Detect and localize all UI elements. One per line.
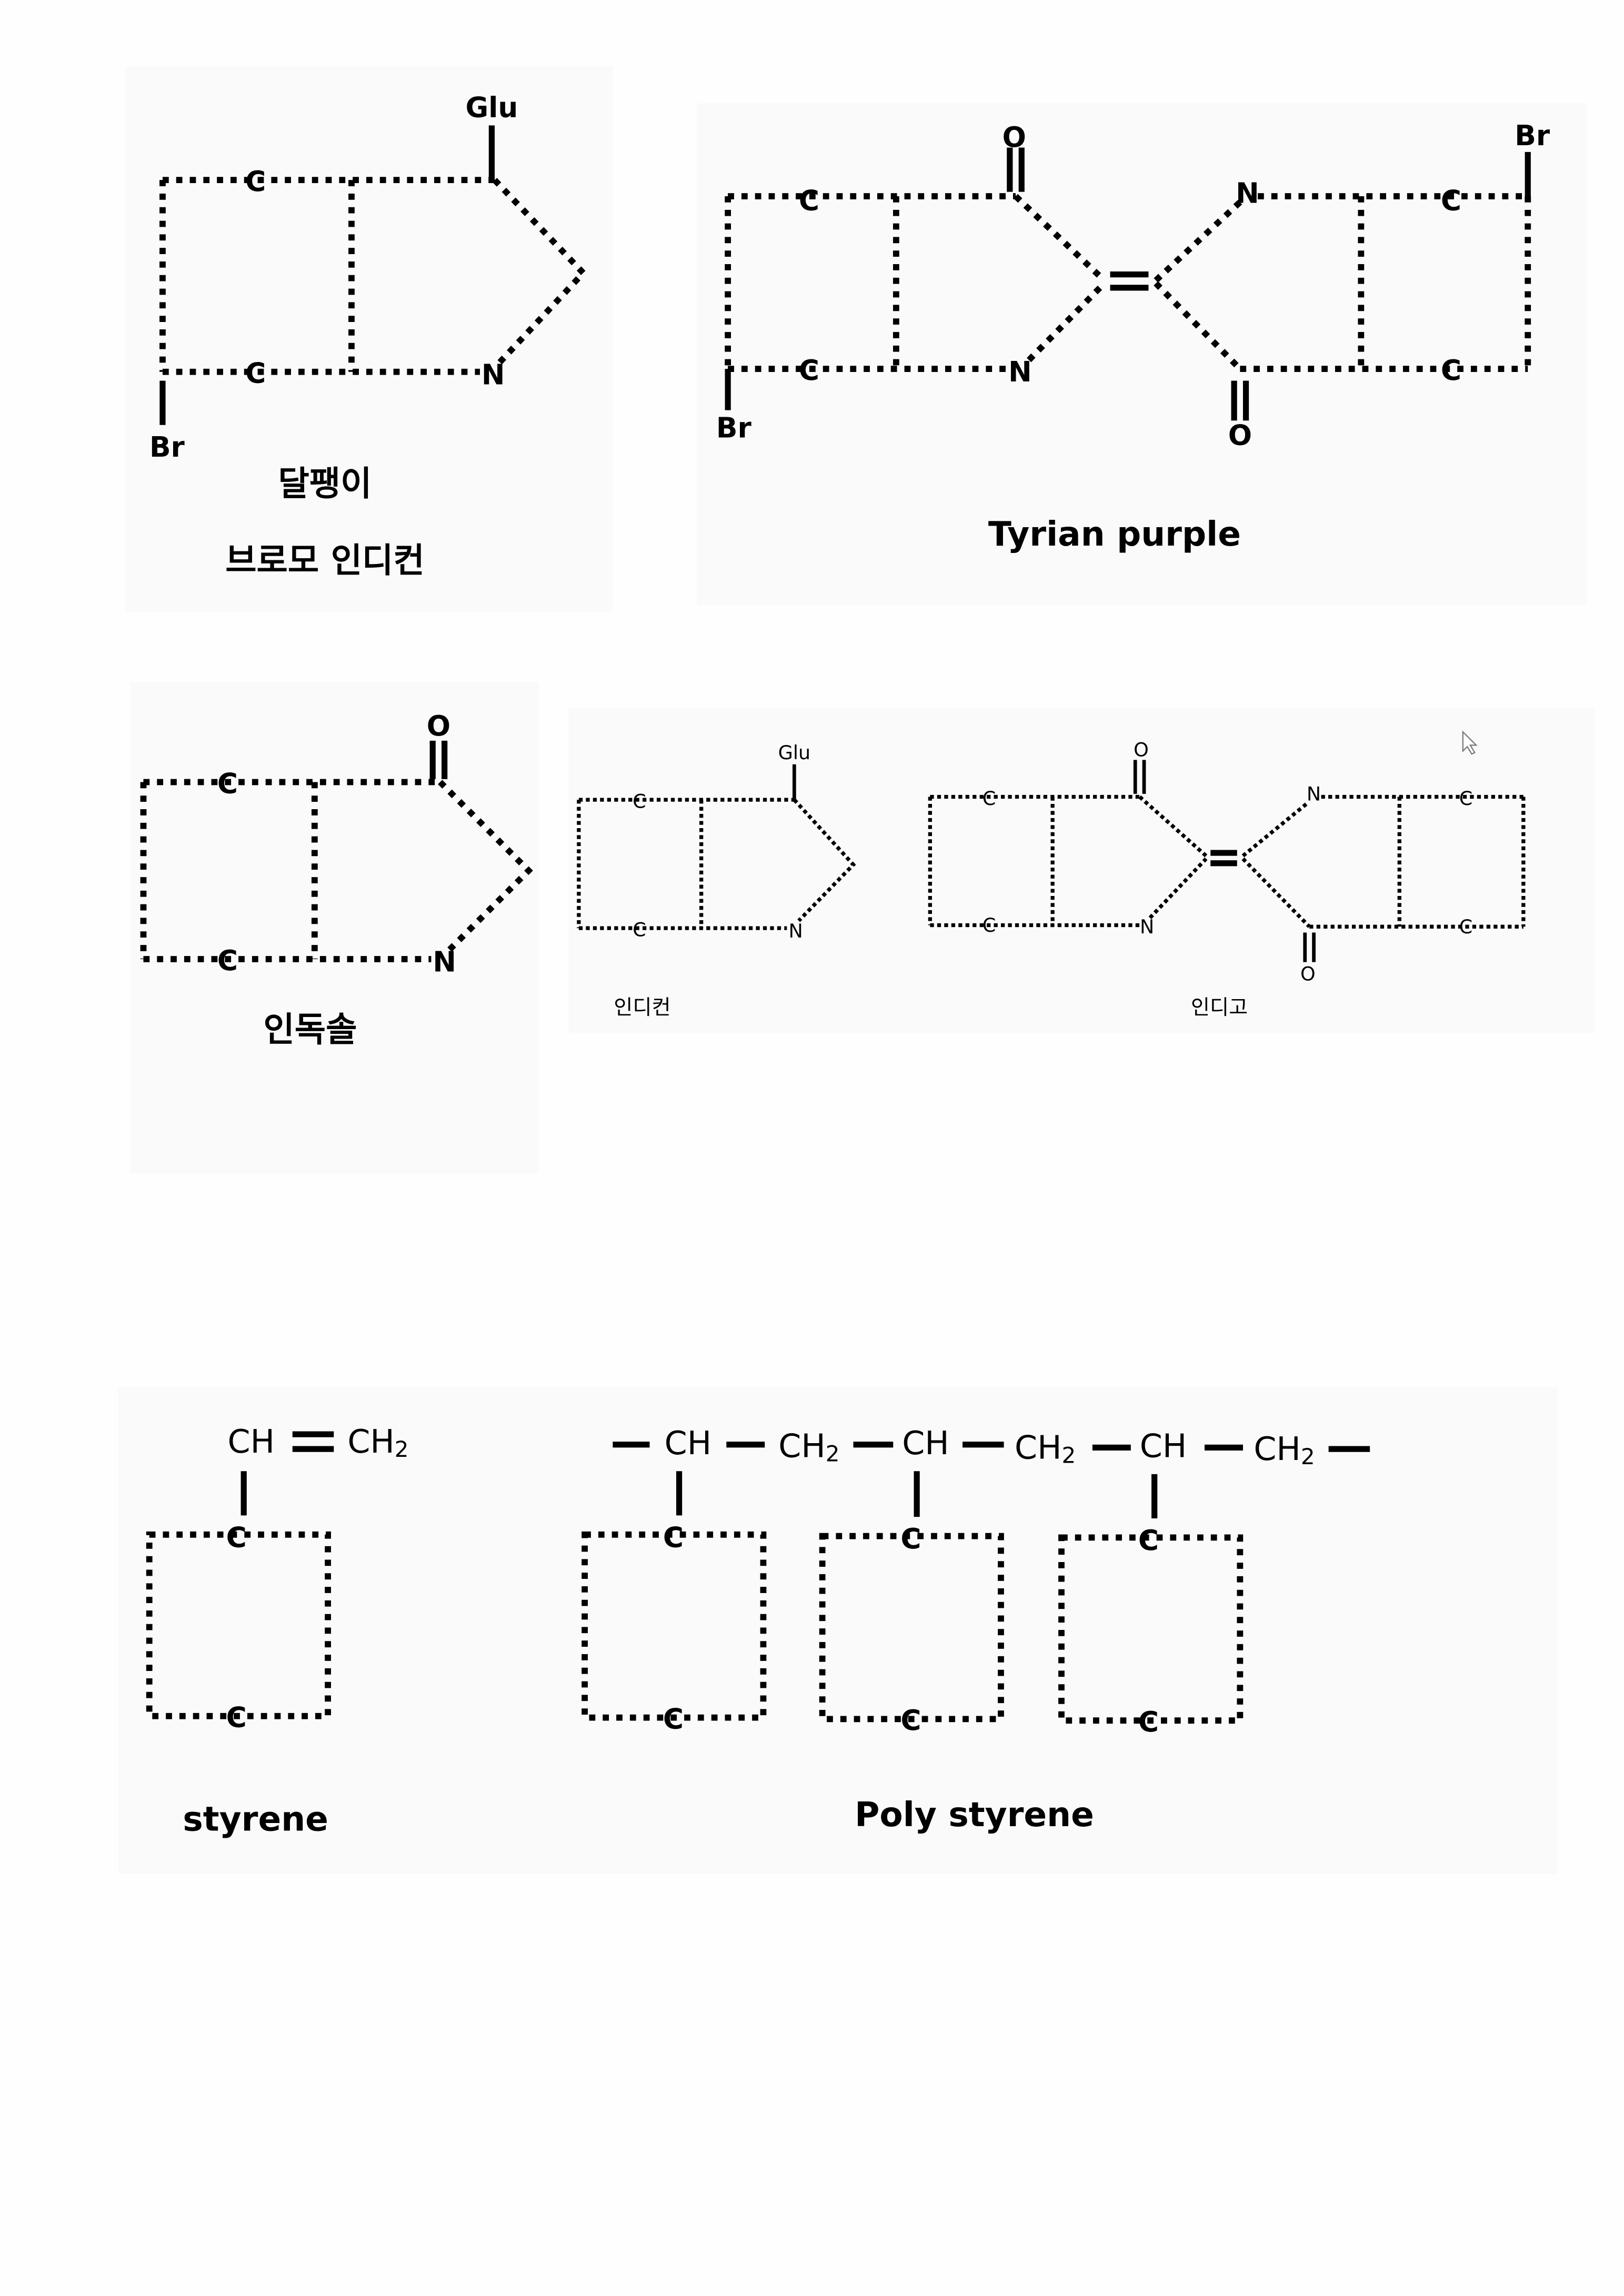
oxygen-label: O (1228, 419, 1252, 451)
indigo-structure: O O C C C C N N 인디고 (928, 730, 1526, 1020)
compound-name: 인디고 (1191, 996, 1248, 1020)
carbon-label: C (1441, 184, 1461, 217)
carbon-label: C (799, 354, 819, 387)
source-label: 달팽이 (278, 464, 372, 503)
carbonyl-double-bond (1303, 932, 1316, 962)
carbon-label: C (226, 1701, 247, 1734)
ch2-subscript: 2 (826, 1441, 840, 1466)
indican-structure: Glu C C N 인디컨 (577, 741, 856, 1020)
benzene-ring (582, 1531, 767, 1721)
benzene-ring (819, 1533, 1004, 1723)
carbon-label: C (633, 790, 646, 812)
carbon-label: C (1441, 354, 1461, 387)
ch-group: CH (665, 1424, 711, 1462)
nitrogen-label: N (1140, 915, 1154, 938)
indoxyl-structure: O C C N 인독솔 (140, 710, 533, 1050)
ch2-subscript: 2 (395, 1436, 409, 1462)
ring-bonds (676, 1471, 1158, 1518)
carbon-label: C (633, 918, 646, 941)
carbon-label: C (217, 767, 238, 800)
mouse-cursor-icon (1462, 730, 1478, 755)
carbonyl-double-bond (429, 740, 448, 779)
ch-group: CH (902, 1424, 949, 1462)
compound-name: Tyrian purple (988, 515, 1241, 554)
benzene-ring (146, 1531, 331, 1719)
ch2-group: CH2 (1015, 1428, 1076, 1468)
carbon-label: C (1459, 787, 1472, 810)
panel-styrene (118, 1387, 1558, 1874)
carbonyl-double-bond (1133, 760, 1146, 794)
compound-name: styrene (183, 1800, 328, 1839)
chain-bonds (613, 1442, 1370, 1452)
ch2-main: CH (1015, 1428, 1061, 1466)
carbon-label: C (983, 914, 996, 936)
carbon-label: C (983, 787, 996, 810)
panel-bromo-indican (125, 66, 613, 612)
nitrogen-label: N (482, 358, 505, 391)
ch2-group: CH2 (347, 1423, 408, 1462)
carbon-label: C (245, 165, 266, 198)
carbon-label: C (226, 1521, 247, 1554)
carbonyl-double-bond (1007, 147, 1025, 192)
ring-bonds (928, 794, 1526, 929)
compound-name: 인디컨 (614, 996, 670, 1020)
nitrogen-label: N (1008, 356, 1032, 388)
oxygen-label: O (1134, 738, 1149, 761)
oxygen-label: O (1300, 963, 1316, 985)
vinyl-double-bond (292, 1431, 334, 1452)
br-label: Br (1515, 119, 1550, 152)
ch2-main: CH (1254, 1430, 1300, 1468)
ring-bonds (577, 798, 856, 930)
bromo-indican-structure: Glu Br C C N 달팽이 브로모 인디컨 (149, 92, 588, 580)
carbonyl-double-bond (1231, 380, 1249, 421)
oxygen-label: O (1003, 121, 1026, 154)
ch-group: CH (1140, 1427, 1187, 1465)
panel-indoxyl (130, 681, 539, 1173)
tyrian-purple-structure: O O Br Br C C C C N N Tyrian purple (716, 119, 1550, 554)
carbon-label: C (1459, 915, 1472, 938)
ring-bonds (725, 193, 1531, 372)
benzene-ring (1058, 1534, 1244, 1724)
carbon-label: C (245, 357, 266, 390)
br-label: Br (716, 411, 752, 444)
glu-label: Glu (465, 92, 518, 124)
compound-name: Poly styrene (855, 1795, 1094, 1835)
ch2-group: CH2 (1254, 1430, 1315, 1469)
nitrogen-label: N (433, 946, 456, 979)
ch2-subscript: 2 (1061, 1442, 1076, 1468)
carbon-label: C (217, 944, 238, 977)
carbon-label: C (900, 1704, 921, 1737)
ch2-main: CH (778, 1427, 825, 1465)
oxygen-label: O (427, 710, 450, 742)
styrene-structure: CH CH2 C C styrene (146, 1423, 409, 1839)
br-label: Br (149, 431, 185, 464)
carbon-label: C (799, 184, 819, 217)
nitrogen-label: N (1307, 782, 1321, 805)
glu-label: Glu (778, 741, 810, 764)
carbon-label: C (663, 1521, 684, 1554)
ch-group: CH (228, 1423, 275, 1461)
carbon-label: C (1138, 1706, 1159, 1738)
ch2-main: CH (347, 1423, 394, 1461)
nitrogen-label: N (789, 920, 803, 942)
panel-tyrian-purple (697, 103, 1587, 605)
panel-indican-indigo (568, 708, 1595, 1033)
compound-name: 브로모 인디컨 (225, 541, 424, 580)
central-double-bond (1110, 271, 1149, 291)
ch2-group: CH2 (778, 1427, 839, 1467)
compound-name: 인독솔 (263, 1010, 357, 1050)
polystyrene-structure: CH CH2 CH CH2 CH CH2 C C C C C C Poly st… (582, 1424, 1370, 1835)
ring-bonds (159, 177, 588, 375)
carbon-label: C (900, 1523, 921, 1555)
nitrogen-label: N (1236, 177, 1259, 209)
ch2-subscript: 2 (1301, 1444, 1315, 1469)
carbon-label: C (663, 1703, 684, 1735)
carbon-label: C (1138, 1524, 1159, 1557)
central-double-bond (1210, 850, 1237, 867)
